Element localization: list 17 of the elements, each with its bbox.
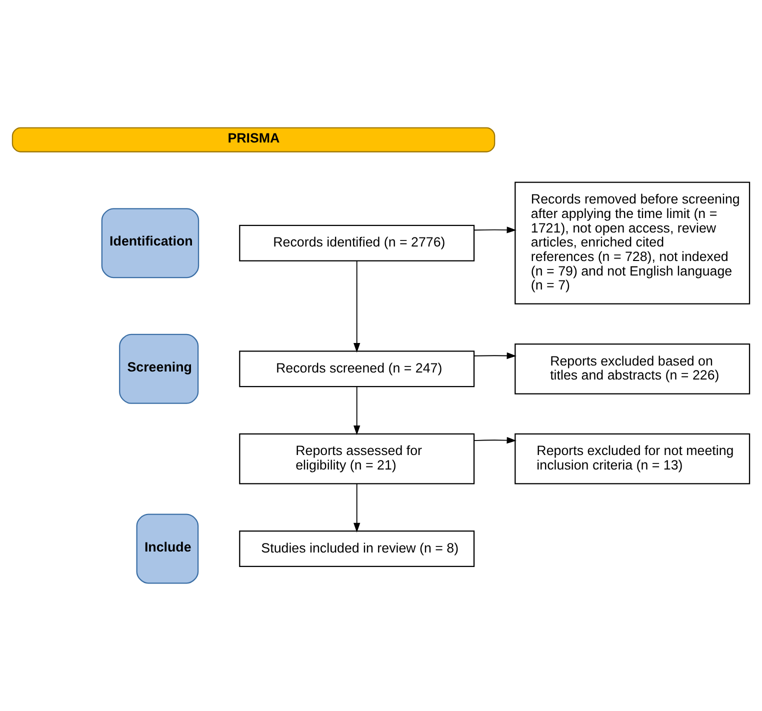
node-box: PRISMA <box>12 127 496 152</box>
node-box: Records removed before screening after applying the time limit (n = 1721), not open access, review articles, enriched cited references (n = 728), not indexed (n = 79) and not English language (n = 7) <box>514 182 750 304</box>
arrow <box>474 352 516 360</box>
node-box: Records screened (n = 247) <box>239 350 475 388</box>
node-box: Records identified (n = 2776) <box>239 224 475 262</box>
node-box: Reports assessed for eligibility (n = 21) <box>239 433 475 484</box>
node-box: Identification <box>101 208 200 278</box>
arrow <box>474 436 516 444</box>
arrow <box>474 226 516 234</box>
node-box: Reports excluded for not meeting inclusion criteria (n = 13) <box>514 433 750 484</box>
arrow <box>354 386 360 436</box>
node-box: Include <box>136 514 199 584</box>
node-box: Studies included in review (n = 8) <box>239 530 475 567</box>
node-box: Reports excluded based on titles and abstracts (n = 226) <box>514 343 750 394</box>
arrow <box>354 260 360 353</box>
arrow <box>354 483 360 532</box>
node-box: Screening <box>119 334 199 404</box>
